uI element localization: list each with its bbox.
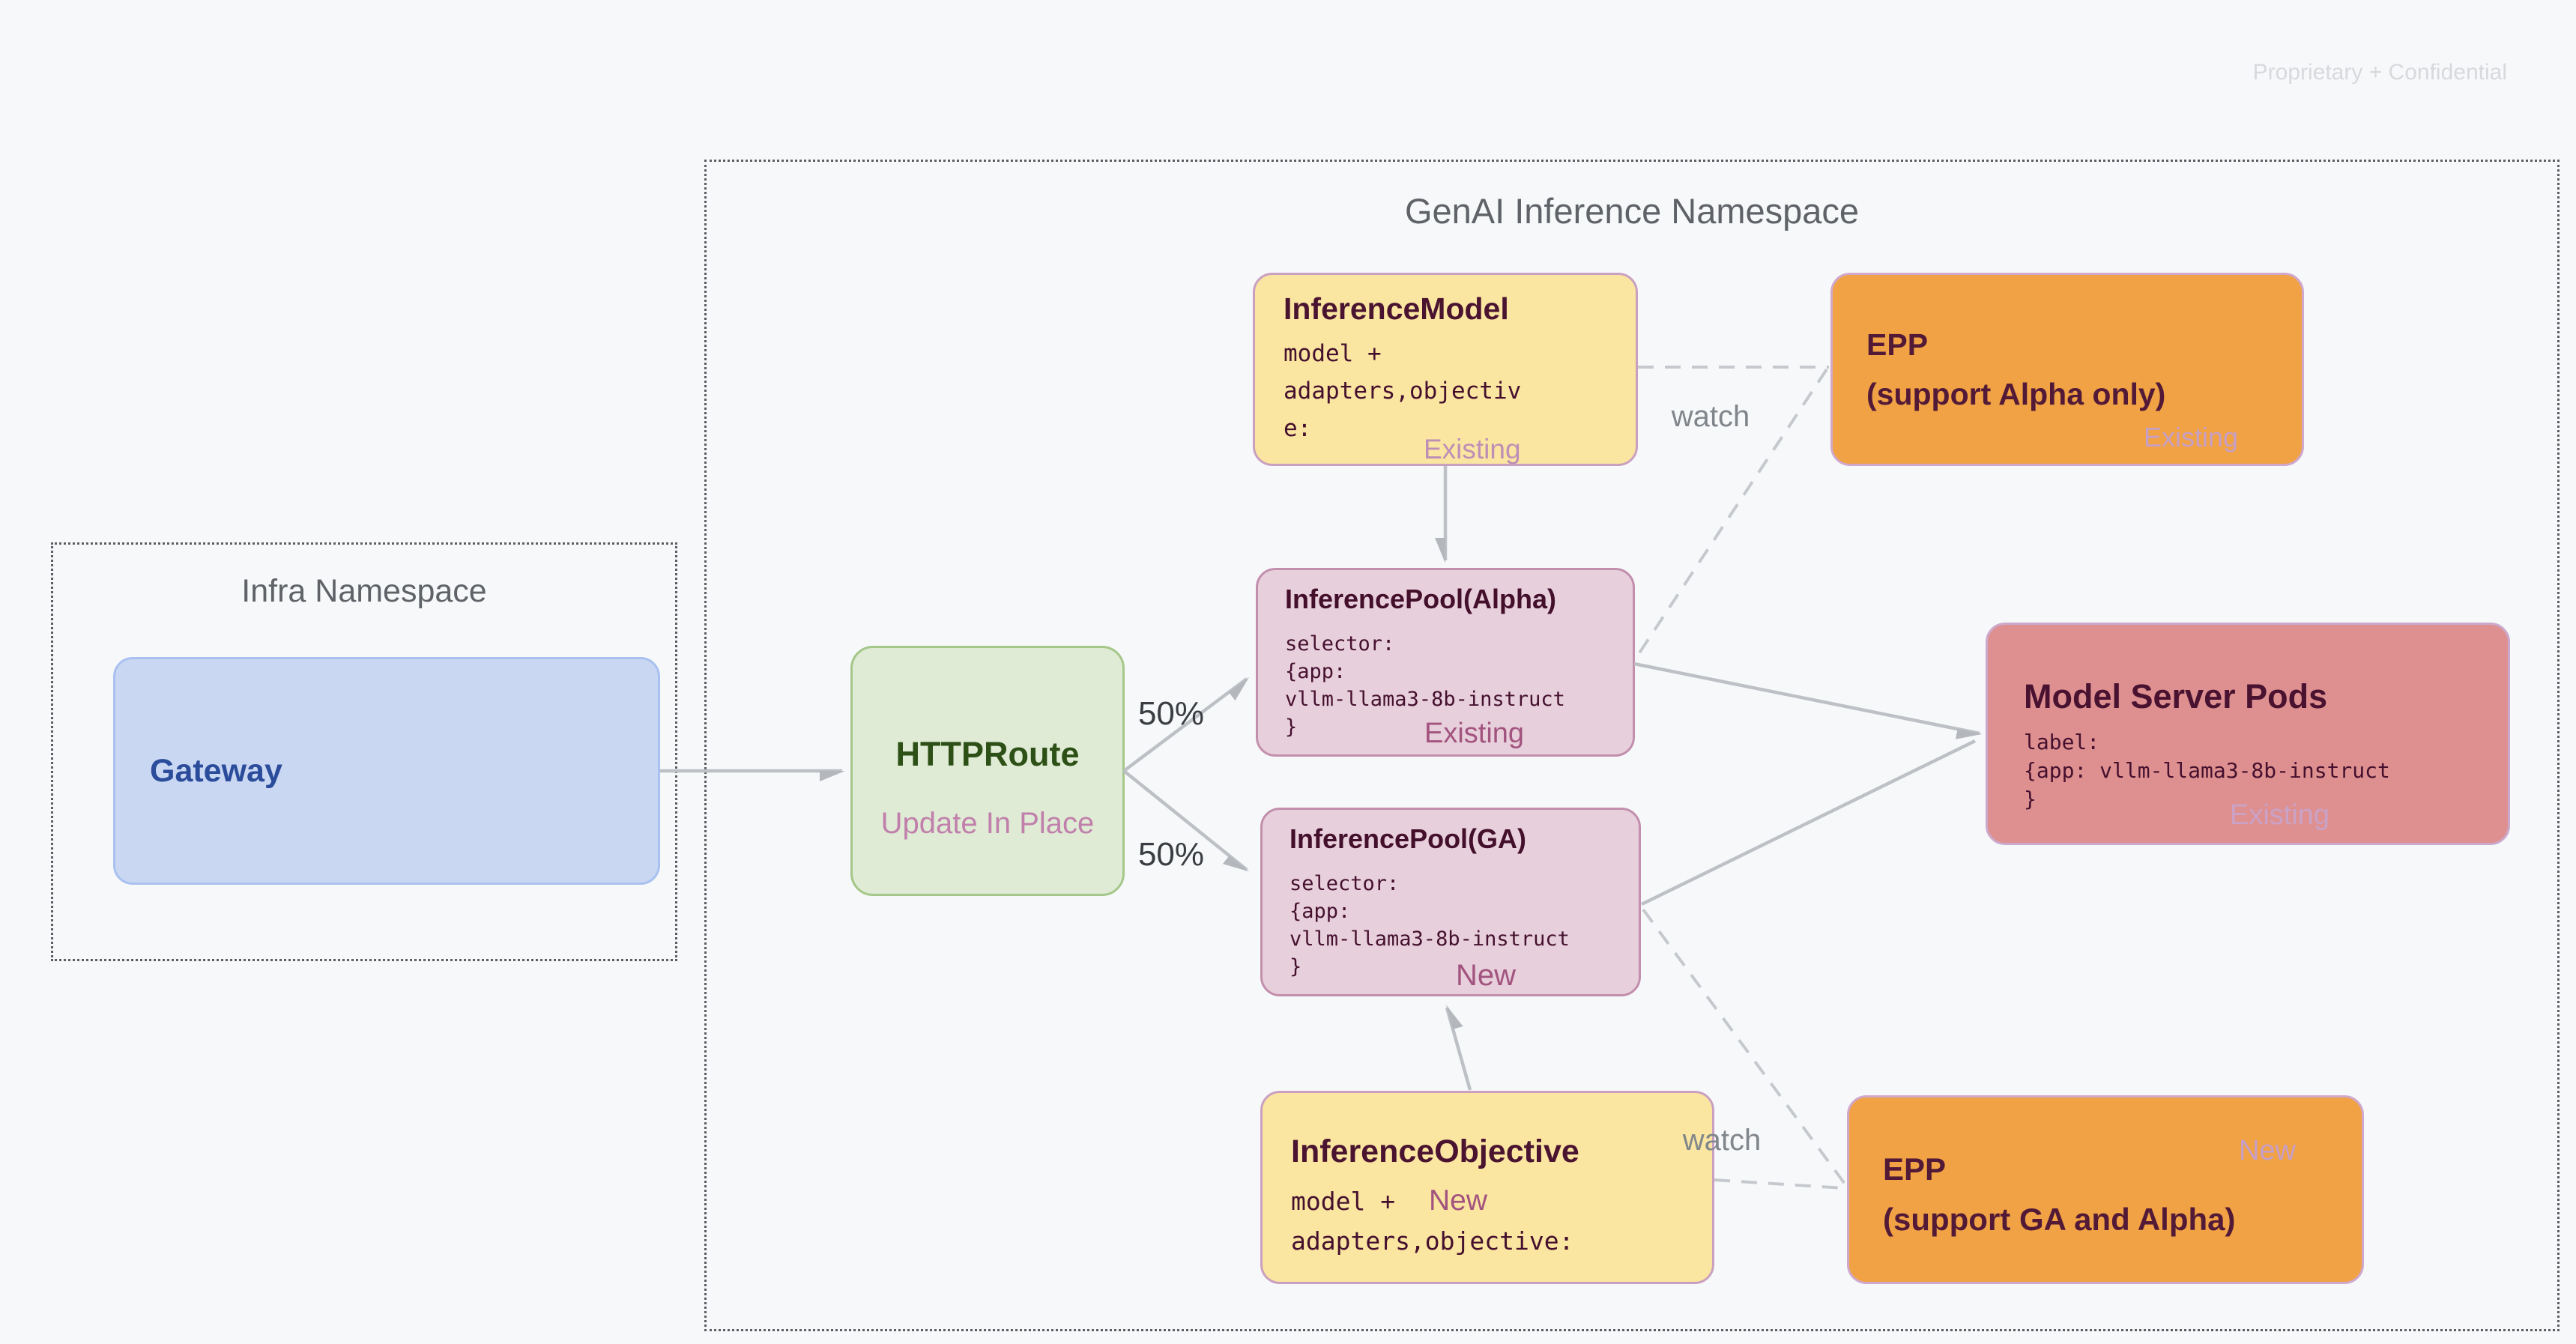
gateway-title: Gateway xyxy=(150,752,282,789)
node-inference-objective: InferenceObjective model + adapters,obje… xyxy=(1260,1091,1714,1284)
inference-objective-code: model + adapters,objective: xyxy=(1291,1187,1574,1256)
node-model-server-pods: Model Server Pods label: {app: vllm-llam… xyxy=(1986,623,2510,845)
node-epp-alpha: EPP (support Alpha only) Existing xyxy=(1830,273,2304,466)
watermark: Proprietary + Confidential xyxy=(2252,60,2507,85)
epp-ga-title: EPP (support GA and Alpha) xyxy=(1883,1151,2236,1237)
inference-model-title: InferenceModel xyxy=(1284,291,1509,326)
pool-alpha-status-badge: Existing xyxy=(1424,718,1525,749)
pool-alpha-title: InferencePool(Alpha) xyxy=(1285,584,1557,614)
label-watch-top: watch xyxy=(1671,400,1750,433)
genai-namespace-container: GenAI Inference Namespace xyxy=(704,160,2560,1331)
inference-model-code: model + adapters,objectiv e: xyxy=(1284,340,1522,442)
pool-alpha-code: selector: {app: vllm-llama3-8b-instruct … xyxy=(1285,632,1565,739)
node-inference-model: InferenceModel model + adapters,objectiv… xyxy=(1253,273,1638,466)
label-split-bottom: 50% xyxy=(1137,836,1205,873)
infra-namespace-title: Infra Namespace xyxy=(241,573,487,609)
httproute-subtitle: Update In Place xyxy=(880,807,1095,840)
node-epp-ga: EPP (support GA and Alpha) New xyxy=(1847,1095,2364,1284)
label-watch-bottom: watch xyxy=(1682,1124,1762,1157)
pool-ga-title: InferencePool(GA) xyxy=(1289,823,1527,854)
node-inference-pool-alpha: InferencePool(Alpha) selector: {app: vll… xyxy=(1256,568,1635,757)
pool-ga-status-badge: New xyxy=(1456,959,1517,992)
node-httproute: HTTPRoute Update In Place xyxy=(850,646,1125,896)
model-server-pods-title: Model Server Pods xyxy=(2024,677,2328,715)
node-gateway: Gateway xyxy=(113,657,660,885)
model-server-pods-code: label: {app: vllm-llama3-8b-instruct } xyxy=(2024,730,2390,811)
model-server-pods-status-badge: Existing xyxy=(2230,799,2330,831)
genai-namespace-title: GenAI Inference Namespace xyxy=(1404,191,1860,231)
epp-alpha-title: EPP (support Alpha only) xyxy=(1866,327,2166,411)
httproute-title: HTTPRoute xyxy=(895,735,1080,773)
label-split-top: 50% xyxy=(1137,695,1205,732)
node-inference-pool-ga: InferencePool(GA) selector: {app: vllm-l… xyxy=(1260,808,1641,996)
infra-namespace-container: Infra Namespace xyxy=(51,542,677,961)
epp-ga-status-badge: New xyxy=(2238,1135,2296,1166)
pool-ga-code: selector: {app: vllm-llama3-8b-instruct … xyxy=(1289,872,1570,978)
inference-objective-title: InferenceObjective xyxy=(1291,1133,1579,1169)
inference-model-status-badge: Existing xyxy=(1424,434,1521,464)
inference-objective-status-badge: New xyxy=(1429,1184,1488,1217)
epp-alpha-status-badge: Existing xyxy=(2143,422,2238,452)
